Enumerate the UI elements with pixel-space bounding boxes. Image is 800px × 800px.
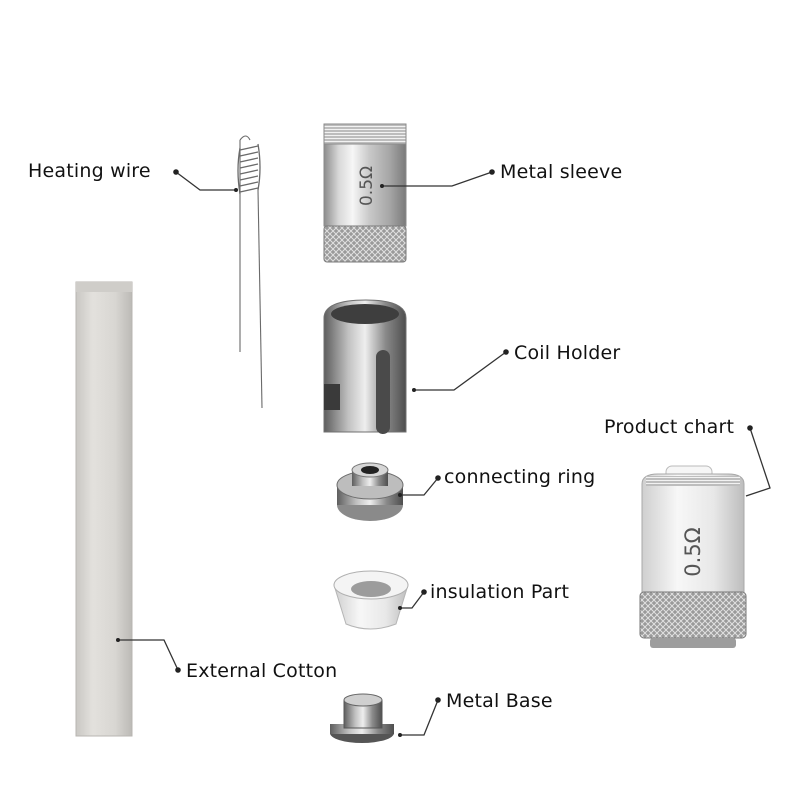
leader-insulation [400,591,425,609]
leader-connecting-ring [400,477,439,496]
leader-dots [116,169,753,737]
leader-external-cotton [118,639,179,671]
sleeve-resistance-mark: 0.5Ω [357,166,377,206]
product-resistance-mark: 0.5Ω [681,527,705,576]
insulation-part [333,570,409,630]
leader-product-chart [745,427,771,497]
leader-coil-holder [414,351,507,391]
metal-sleeve-part [323,123,407,263]
label-insulation-part: insulation Part [430,581,570,603]
leader-lines [118,171,771,736]
connecting-ring-part [336,462,404,521]
label-external-cotton: External Cotton [186,660,338,682]
label-coil-holder: Coil Holder [514,342,621,364]
heating-wire-coil [237,135,263,409]
label-heating-wire: Heating wire [28,160,151,182]
leader-metal-sleeve [382,171,493,187]
label-metal-sleeve: Metal sleeve [500,161,623,183]
coil-holder-part [323,299,407,434]
leader-metal-base [400,699,439,736]
label-product-chart: Product chart [604,416,735,438]
label-connecting-ring: connecting ring [444,466,596,488]
label-metal-base: Metal Base [446,690,553,712]
external-cotton-strip [75,281,133,737]
metal-base-part [330,693,394,743]
leader-heating-wire [175,171,236,191]
assembled-product [639,465,747,648]
